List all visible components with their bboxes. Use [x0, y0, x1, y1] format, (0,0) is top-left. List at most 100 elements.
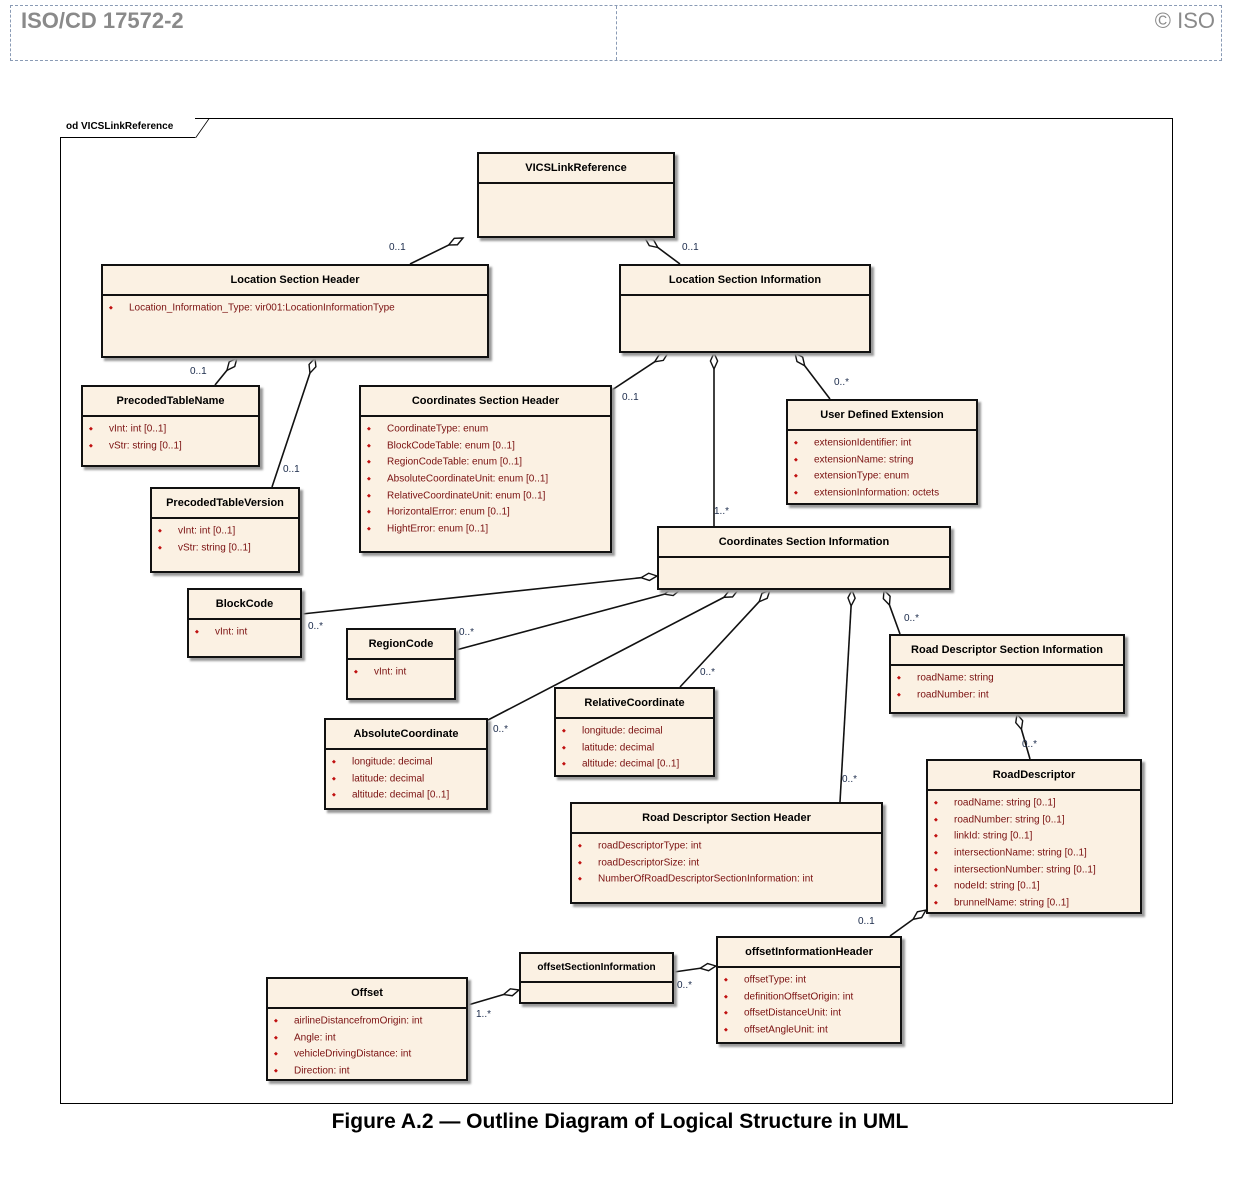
- multiplicity-label: 0..*: [700, 667, 716, 678]
- attribute: roadNumber: int: [897, 687, 1119, 704]
- attribute-list: longitude: decimallatitude: decimalaltit…: [326, 750, 486, 804]
- header-divider: [616, 6, 617, 60]
- class-region: RegionCode vInt: int: [346, 628, 456, 700]
- attribute: linkId: string [0..1]: [934, 828, 1136, 845]
- attribute: HorizontalError: enum [0..1]: [367, 504, 606, 521]
- attribute-list: vInt: int: [189, 620, 300, 641]
- aggregation-diamond-icon: [722, 589, 740, 599]
- attribute-list: roadName: string [0..1]roadNumber: strin…: [928, 791, 1140, 911]
- attribute: extensionIdentifier: int: [794, 435, 972, 452]
- association-line: [409, 244, 449, 265]
- attribute-list: offsetType: intdefinitionOffsetOrigin: i…: [718, 968, 900, 1039]
- class-name: VICSLinkReference: [479, 154, 673, 184]
- class-csi: Coordinates Section Information: [657, 526, 951, 590]
- attribute: vInt: int: [354, 664, 450, 681]
- attribute: vInt: int [0..1]: [158, 523, 294, 540]
- association-line: [271, 372, 311, 488]
- class-name: PrecodedTableName: [83, 387, 258, 417]
- class-name: Coordinates Section Header: [361, 387, 610, 417]
- attribute: brunnelName: string [0..1]: [934, 895, 1136, 912]
- class-name: Offset: [268, 979, 466, 1009]
- attribute-list: vInt: int: [348, 660, 454, 681]
- attribute-list: extensionIdentifier: intextensionName: s…: [788, 431, 976, 502]
- attribute-list: [659, 558, 949, 562]
- association-line: [467, 993, 504, 1006]
- attribute: vInt: int [0..1]: [89, 421, 254, 438]
- attribute-list: Location_Information_Type: vir001:Locati…: [103, 296, 487, 317]
- attribute: latitude: decimal: [562, 740, 709, 757]
- class-name: Coordinates Section Information: [659, 528, 949, 558]
- attribute-list: CoordinateType: enumBlockCodeTable: enum…: [361, 417, 610, 537]
- class-name: Road Descriptor Section Header: [572, 804, 881, 834]
- attribute: roadDescriptorSize: int: [578, 855, 877, 872]
- class-osi: offsetSectionInformation: [519, 952, 674, 1004]
- class-rdsh: Road Descriptor Section HeaderroadDescri…: [570, 802, 883, 904]
- attribute-list: [479, 184, 673, 188]
- attribute: offsetDistanceUnit: int: [724, 1005, 896, 1022]
- aggregation-diamond-icon: [643, 236, 660, 249]
- aggregation-diamond-icon: [447, 237, 465, 246]
- aggregation-diamond-icon: [847, 588, 856, 608]
- class-name: BlockCode: [189, 590, 300, 620]
- class-name: RelativeCoordinate: [556, 689, 713, 719]
- multiplicity-label: 0..1: [190, 366, 207, 377]
- association-line: [888, 604, 901, 635]
- attribute-list: airlineDistancefromOrigin: intAngle: int…: [268, 1009, 466, 1080]
- association-line: [673, 967, 701, 973]
- aggregation-diamond-icon: [225, 356, 239, 372]
- attribute: extensionInformation: octets: [794, 485, 972, 502]
- class-name: offsetInformationHeader: [718, 938, 900, 968]
- multiplicity-label: 0..*: [677, 980, 693, 991]
- multiplicity-label: 0..1: [622, 392, 639, 403]
- attribute: offsetType: int: [724, 972, 896, 989]
- class-abs: AbsoluteCoordinatelongitude: decimallati…: [324, 718, 488, 810]
- attribute: roadNumber: string [0..1]: [934, 812, 1136, 829]
- attribute-list: [621, 296, 869, 300]
- aggregation-diamond-icon: [757, 588, 772, 603]
- class-lsh: Location Section HeaderLocation_Informat…: [101, 264, 489, 358]
- attribute: Direction: int: [274, 1063, 462, 1080]
- multiplicity-label: 0..*: [308, 621, 324, 632]
- attribute: latitude: decimal: [332, 771, 482, 788]
- aggregation-diamond-icon: [793, 351, 806, 368]
- attribute: Angle: int: [274, 1030, 462, 1047]
- association-line: [301, 576, 642, 615]
- multiplicity-label: 1..*: [714, 506, 730, 517]
- figure-caption: Figure A.2 — Outline Diagram of Logical …: [331, 1110, 909, 1133]
- class-name: Road Descriptor Section Information: [891, 636, 1123, 666]
- attribute: HightError: enum [0..1]: [367, 521, 606, 538]
- class-name: offsetSectionInformation: [521, 954, 672, 983]
- class-name: RoadDescriptor: [928, 761, 1140, 791]
- attribute: vInt: int: [195, 624, 296, 641]
- aggregation-diamond-icon: [308, 356, 317, 375]
- multiplicity-label: 0..*: [834, 377, 850, 388]
- diagram-frame: [60, 118, 1173, 1104]
- class-block: BlockCode vInt: int: [187, 588, 302, 658]
- aggregation-diamond-icon: [639, 572, 659, 582]
- class-vics: VICSLinkReference: [477, 152, 675, 238]
- attribute: vStr: string [0..1]: [158, 540, 294, 557]
- attribute: airlineDistancefromOrigin: int: [274, 1013, 462, 1030]
- aggregation-diamond-icon: [698, 962, 718, 972]
- attribute: Location_Information_Type: vir001:Locati…: [109, 300, 483, 317]
- aggregation-diamond-icon: [653, 352, 670, 363]
- association-line: [889, 918, 914, 937]
- attribute: longitude: decimal: [332, 754, 482, 771]
- association-line: [1020, 729, 1031, 760]
- attribute: BlockCodeTable: enum [0..1]: [367, 438, 606, 455]
- class-name: PrecodedTableVersion: [152, 489, 298, 519]
- multiplicity-label: 0..*: [1022, 739, 1038, 750]
- class-offset: OffsetairlineDistancefromOrigin: intAngl…: [266, 977, 468, 1081]
- attribute: extensionName: string: [794, 452, 972, 469]
- attribute: CoordinateType: enum: [367, 421, 606, 438]
- diagram-frame-label: od VICSLinkReference: [60, 118, 196, 138]
- attribute-list: roadDescriptorType: introadDescriptorSiz…: [572, 834, 881, 888]
- class-name: Location Section Header: [103, 266, 487, 296]
- class-name: RegionCode: [348, 630, 454, 660]
- multiplicity-label: 0..1: [283, 464, 300, 475]
- page-header: ISO/CD 17572-2 © ISO: [10, 5, 1222, 61]
- attribute: RelativeCoordinateUnit: enum [0..1]: [367, 488, 606, 505]
- attribute: altitude: decimal [0..1]: [562, 756, 709, 773]
- attribute: extensionType: enum: [794, 468, 972, 485]
